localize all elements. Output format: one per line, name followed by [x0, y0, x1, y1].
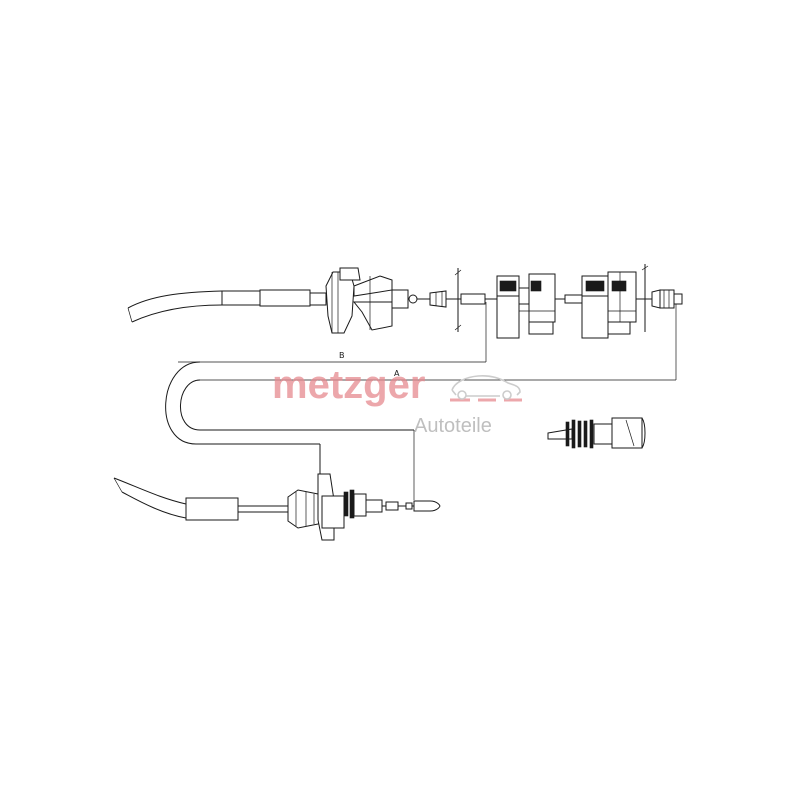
- brand-subtitle: Autoteile: [414, 415, 492, 437]
- car-outline-icon: [451, 375, 521, 397]
- lower-cable-end: [113, 444, 441, 541]
- cable-loop: [165, 361, 414, 445]
- detail-fitting-view: [547, 417, 646, 449]
- dimension-label-a: A: [394, 369, 400, 378]
- upper-cable-end: [127, 267, 677, 500]
- upper-cable-adjuster: [496, 264, 683, 339]
- metzger-watermark: metzger Autoteile: [272, 363, 522, 437]
- brand-logo: metzger: [272, 363, 425, 407]
- dimension-label-b: B: [339, 351, 345, 360]
